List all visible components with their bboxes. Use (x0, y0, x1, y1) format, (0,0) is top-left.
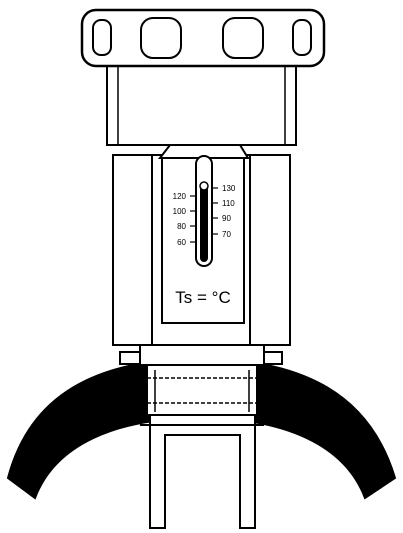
thermometer-tube (157, 144, 250, 267)
left-scale-label: 100 (173, 207, 187, 216)
collar (139, 344, 265, 416)
right-scale-label: 70 (222, 230, 231, 239)
left-scale-label: 60 (177, 238, 186, 247)
right-scale-label: 130 (222, 184, 236, 193)
left-scale-label: 80 (177, 222, 186, 231)
setpoint-label: Ts = °C (175, 288, 230, 307)
right-scale-label: 110 (222, 199, 235, 208)
upper-housing (106, 64, 297, 146)
bottom-arc-body (6, 351, 397, 500)
right-scale-label: 90 (222, 214, 231, 223)
top-cap[interactable] (80, 8, 326, 68)
left-scale-label: 120 (173, 192, 187, 201)
stand (140, 414, 264, 529)
thermometer-ticks (190, 187, 218, 243)
